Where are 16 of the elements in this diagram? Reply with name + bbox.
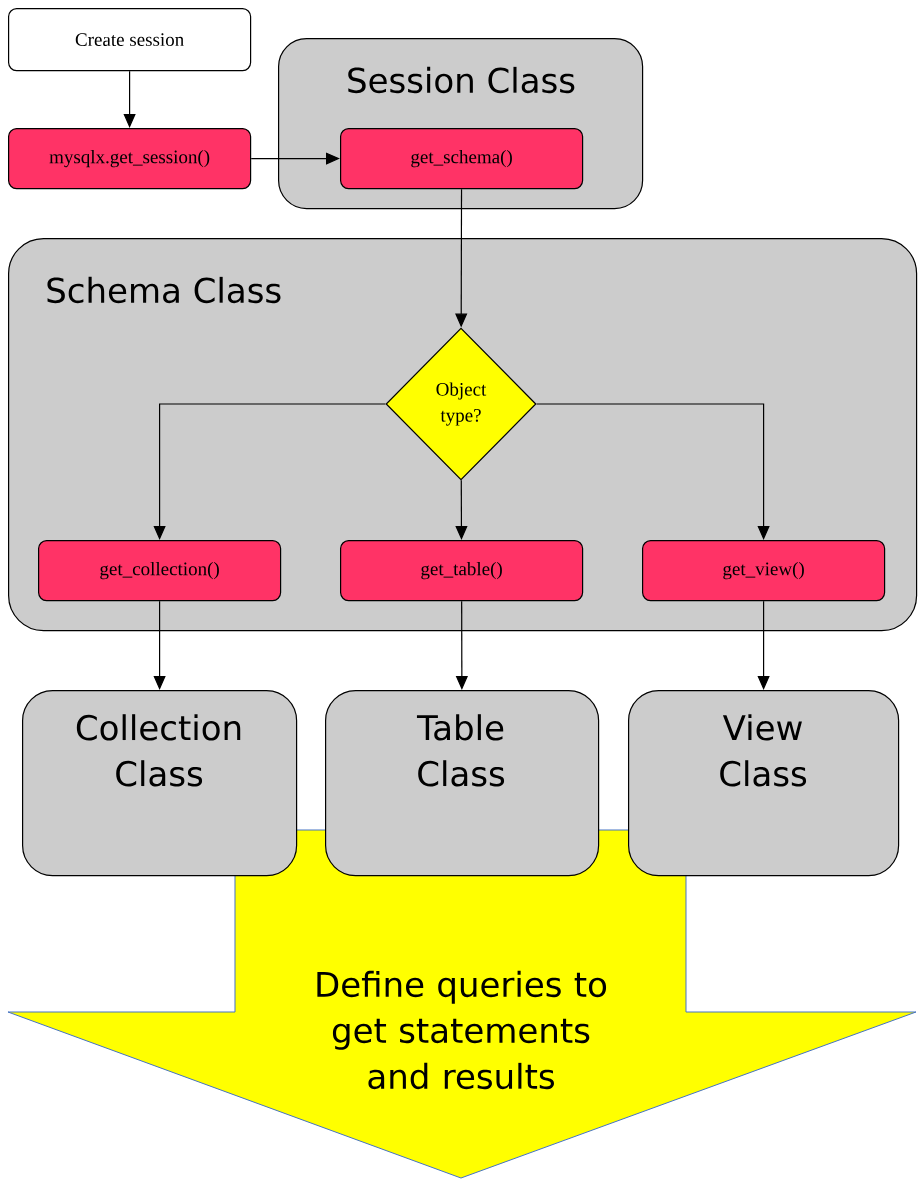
class-box: Table Class — [325, 690, 600, 877]
arrow — [123, 70, 136, 128]
arrow — [757, 600, 770, 690]
process-box: get_table() — [340, 540, 584, 602]
process-box: Create session — [8, 8, 252, 72]
arrow — [153, 600, 166, 690]
process-box: get_view() — [642, 540, 886, 602]
process-box: get_collection() — [38, 540, 282, 602]
arrow — [455, 479, 468, 540]
arrow — [250, 152, 340, 165]
class-box: Collection Class — [22, 690, 298, 877]
process-box: mysqlx.get_session() — [8, 128, 252, 190]
arrow — [153, 403, 386, 540]
process-box: get_schema() — [340, 128, 584, 190]
class-box: View Class — [628, 690, 900, 877]
arrow — [536, 403, 770, 540]
